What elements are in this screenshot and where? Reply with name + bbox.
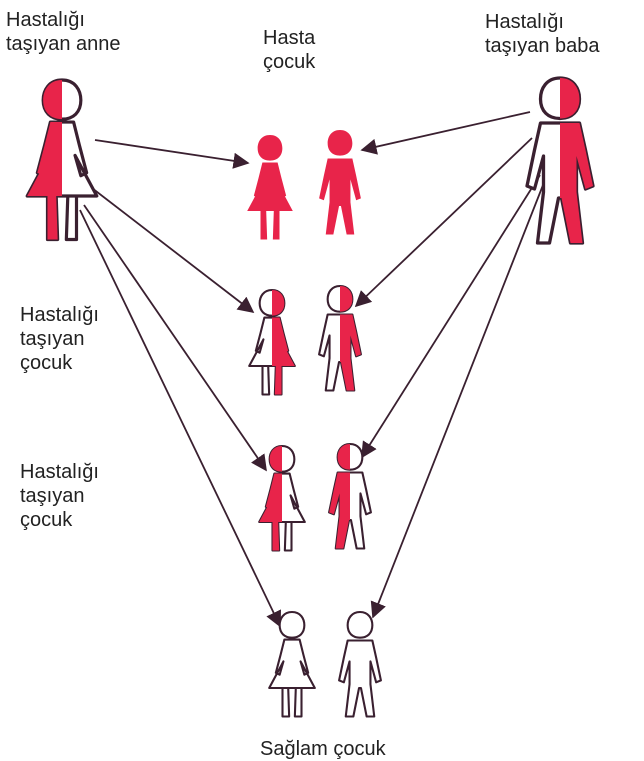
carrier-child-label-2: Hastalığı taşıyan çocuk xyxy=(20,461,99,531)
carrier-son-figure-1 xyxy=(318,284,362,392)
carrier-son-figure-2 xyxy=(328,442,372,550)
carrier-father-label: Hastalığı taşıyan baba xyxy=(485,11,600,57)
sick-daughter-figure xyxy=(247,135,293,240)
father-arrows xyxy=(354,111,546,619)
carrier-daughter-figure-1 xyxy=(248,288,296,396)
carrier-mother-label: Hastalığı taşıyan anne xyxy=(6,9,121,55)
mother-arrows xyxy=(79,139,281,628)
healthy-son-figure xyxy=(338,610,382,718)
sick-child-label: Hasta çocuk xyxy=(263,27,316,73)
carrier-daughter-figure-2 xyxy=(258,444,306,552)
carrier-mother-figure xyxy=(25,78,99,242)
carrier-child-label-1: Hastalığı taşıyan çocuk xyxy=(20,304,99,374)
sick-son-figure xyxy=(319,130,361,235)
healthy-child-label: Sağlam çocuk xyxy=(260,738,386,760)
carrier-father-figure xyxy=(525,76,595,245)
healthy-daughter-figure xyxy=(268,610,316,718)
